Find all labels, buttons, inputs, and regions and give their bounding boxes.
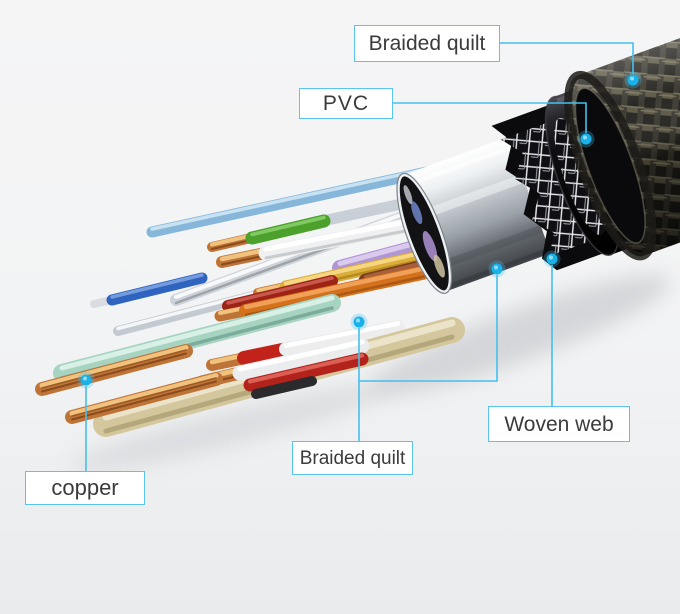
annotation-dots xyxy=(77,71,642,389)
annotation-dot-braided-quilt-top xyxy=(624,71,642,89)
label-woven-web: Woven web xyxy=(488,406,630,442)
annotation-dot-copper xyxy=(77,371,95,389)
leader-pvc xyxy=(393,102,587,133)
wire-darkred xyxy=(222,275,338,312)
annotation-dot-woven-web xyxy=(543,250,561,268)
braided-sleeve-layer xyxy=(564,0,680,261)
annotation-dot-pvc xyxy=(577,130,595,148)
annotation-dot-braided-quilt-foil xyxy=(488,260,506,278)
wire-white-red xyxy=(206,320,405,371)
leader-braided-quilt-branch xyxy=(359,275,498,382)
cable-shadow xyxy=(69,275,671,472)
label-braided-quilt-bottom: Braided quilt xyxy=(292,441,413,475)
leader-braided-quilt-top xyxy=(500,42,634,74)
label-braided-quilt-top: Braided quilt xyxy=(354,25,500,62)
annotation-lines xyxy=(85,42,634,471)
wire-copper-b xyxy=(65,372,223,424)
wire-black-bit xyxy=(251,376,317,399)
wire-copper-a xyxy=(35,344,193,396)
wire-skyblue xyxy=(146,162,451,238)
wire-blue xyxy=(90,272,208,308)
foil-shield-layer xyxy=(396,136,551,294)
annotation-dot-braided-quilt-fiber xyxy=(350,313,368,331)
label-copper: copper xyxy=(25,471,145,505)
label-pvc: PVC xyxy=(299,88,393,119)
cable-body xyxy=(396,0,680,294)
wire-red-low xyxy=(243,352,369,392)
